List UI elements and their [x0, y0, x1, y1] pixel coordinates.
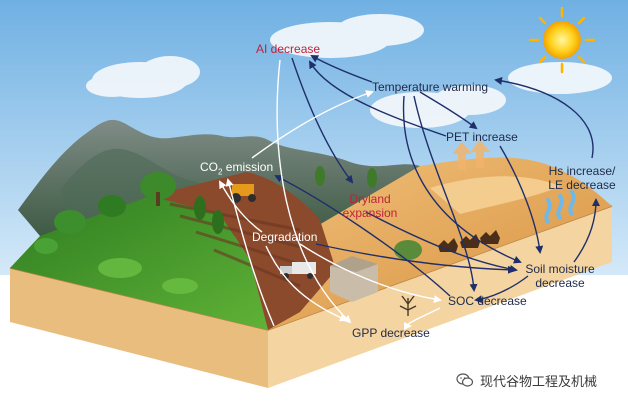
causal-arrows-navy — [274, 55, 600, 304]
label-temperature-warming: Temperature warming — [372, 80, 489, 94]
hs-line-1: Hs increase/ — [548, 164, 616, 178]
label-degradation: Degradation — [252, 230, 318, 244]
wechat-icon — [456, 373, 474, 387]
label-hs-increase-le-decrease: Hs increase/ LE decrease — [542, 164, 622, 192]
co2-subscript: 2 — [218, 167, 223, 177]
dryland-line-1: Dryland — [349, 192, 391, 206]
soil-line-1: Soil moisture — [525, 262, 595, 276]
trees — [34, 166, 422, 294]
truck — [280, 262, 316, 279]
label-dryland-expansion: Dryland expansion — [334, 192, 406, 220]
dryland-line-2: expansion — [342, 206, 398, 220]
heat-flux-arrows — [452, 140, 490, 170]
desert-surface — [230, 157, 612, 330]
watermark-text: 现代谷物工程及机械 — [480, 374, 598, 390]
co2-tail: emission — [222, 160, 274, 174]
clouds — [86, 14, 612, 128]
block-side-front — [10, 268, 268, 388]
label-soil-moisture-decrease: Soil moisture decrease — [518, 262, 602, 290]
hs-line-2: LE decrease — [548, 178, 616, 192]
label-pet-increase: PET increase — [446, 130, 518, 144]
causal-arrows-white — [219, 59, 442, 330]
soil-line-2: decrease — [535, 276, 585, 290]
label-co2-emission: CO2 emission — [200, 160, 273, 179]
co2-main: CO — [200, 160, 218, 174]
dry-shrub — [399, 295, 417, 316]
label-soc-decrease: SOC decrease — [448, 294, 527, 308]
watermark: 现代谷物工程及机械 — [456, 370, 597, 390]
sun-icon — [528, 6, 596, 74]
latent-heat-arrows — [544, 190, 576, 224]
dune-highlight — [430, 176, 560, 214]
label-ai-decrease: AI decrease — [256, 42, 321, 56]
label-gpp-decrease: GPP decrease — [352, 326, 430, 340]
